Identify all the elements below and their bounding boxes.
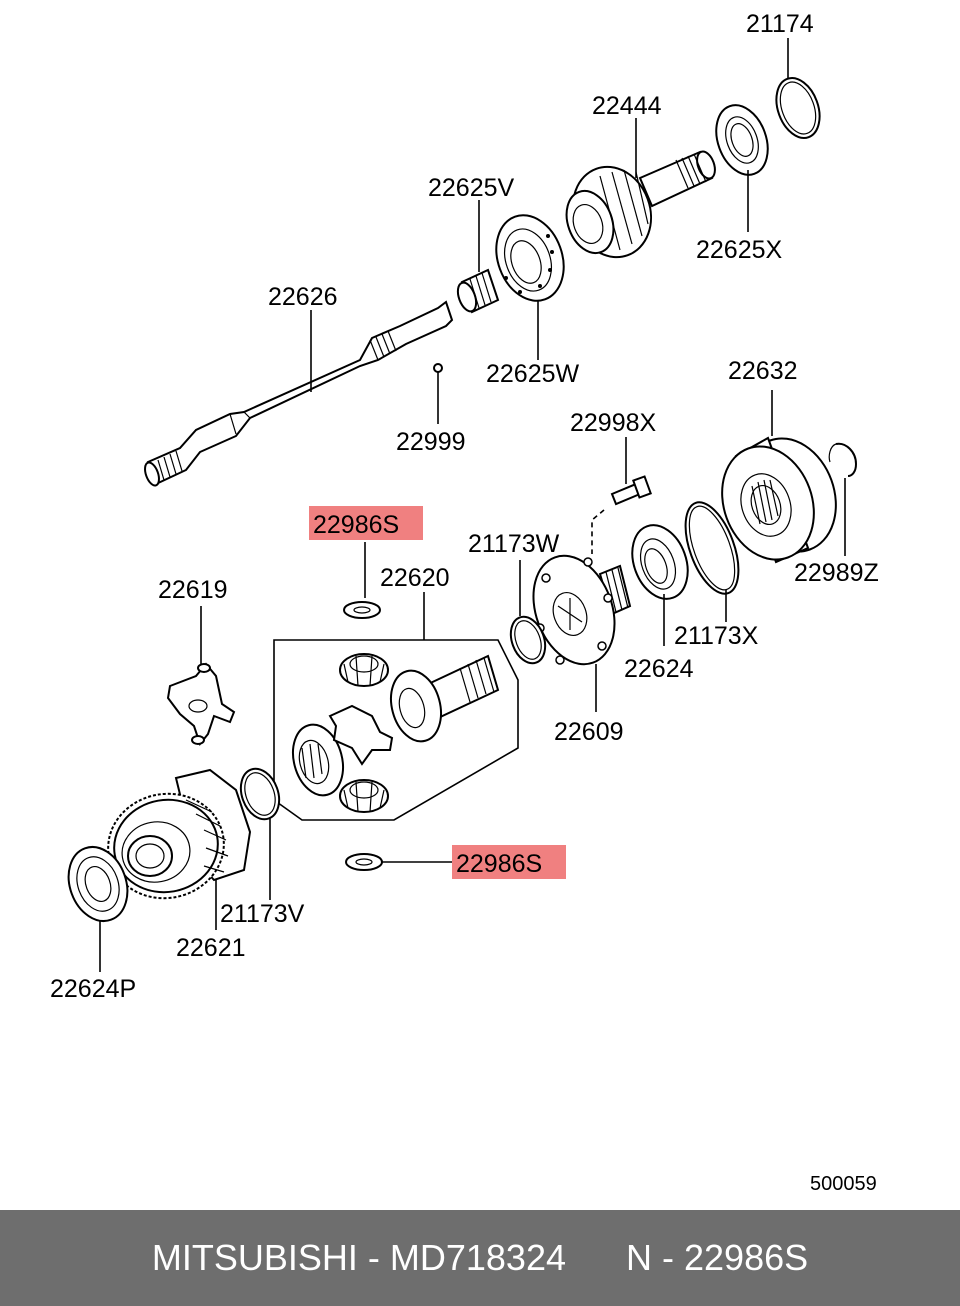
o-ring-21173V[interactable] xyxy=(234,763,286,824)
pin-22999[interactable] xyxy=(433,363,443,373)
label-22624P: 22624P xyxy=(50,975,136,1003)
label-22609: 22609 xyxy=(554,718,624,746)
label-22624: 22624 xyxy=(624,655,694,683)
label-22620: 22620 xyxy=(380,564,450,592)
washer-22986S-bottom[interactable] xyxy=(345,853,383,871)
o-ring-21173W[interactable] xyxy=(505,612,551,668)
highlight-22986S-bottom xyxy=(452,845,566,879)
ring-gear-case-22621[interactable] xyxy=(100,768,252,907)
main-shaft-22626[interactable] xyxy=(142,300,454,487)
bearing-22624[interactable] xyxy=(623,517,698,606)
label-21173W: 21173W xyxy=(468,530,560,558)
label-22621: 22621 xyxy=(176,934,246,962)
label-21174: 21174 xyxy=(746,10,814,38)
snap-ring-21174[interactable] xyxy=(769,72,828,144)
footer-bar: MITSUBISHI - MD718324 N - 22986S xyxy=(0,1210,960,1306)
label-22989Z: 22989Z xyxy=(794,559,879,587)
bearing-22624P[interactable] xyxy=(59,839,138,930)
transfer-case-22632[interactable] xyxy=(707,425,851,572)
needle-bearing-22625V[interactable] xyxy=(454,268,500,314)
label-22998X: 22998X xyxy=(570,409,657,437)
gear-shaft-22444[interactable] xyxy=(558,149,718,268)
bearing-22625W[interactable] xyxy=(485,206,575,311)
label-22632: 22632 xyxy=(728,357,798,385)
footer-part-number: MD718324 xyxy=(389,1237,566,1278)
label-22986S-top[interactable]: 22986S xyxy=(313,511,399,539)
label-22625W: 22625W xyxy=(486,360,580,388)
label-22986S-bottom[interactable]: 22986S xyxy=(456,850,542,878)
label-22625V: 22625V xyxy=(428,174,515,202)
spider-22619[interactable] xyxy=(166,662,236,747)
snap-ring-22989Z[interactable] xyxy=(828,442,858,477)
label-22619: 22619 xyxy=(158,576,228,604)
diagram-reference-number: 500059 xyxy=(810,1173,877,1195)
highlight-22986S-top xyxy=(309,506,423,540)
label-22999: 22999 xyxy=(396,428,466,456)
label-22626: 22626 xyxy=(268,283,338,311)
gear-set-22620[interactable] xyxy=(273,639,519,821)
bearing-22625X[interactable] xyxy=(707,98,777,182)
footer-reference: N - 22986S xyxy=(626,1237,809,1278)
bolt-22998X[interactable] xyxy=(610,475,652,506)
footer-separator: - xyxy=(357,1237,390,1278)
o-ring-21173X[interactable] xyxy=(675,495,749,600)
label-22625X: 22625X xyxy=(696,236,783,264)
label-21173V: 21173V xyxy=(220,900,305,928)
footer-gap xyxy=(566,1237,626,1279)
washer-22986S-top[interactable] xyxy=(343,601,381,619)
footer-brand: MITSUBISHI xyxy=(151,1237,358,1278)
parts-exploded-diagram: 21174 22444 22625V 22625X 22626 22625W 2… xyxy=(50,10,879,1195)
label-21173X: 21173X xyxy=(674,622,759,650)
label-22444: 22444 xyxy=(592,92,662,120)
